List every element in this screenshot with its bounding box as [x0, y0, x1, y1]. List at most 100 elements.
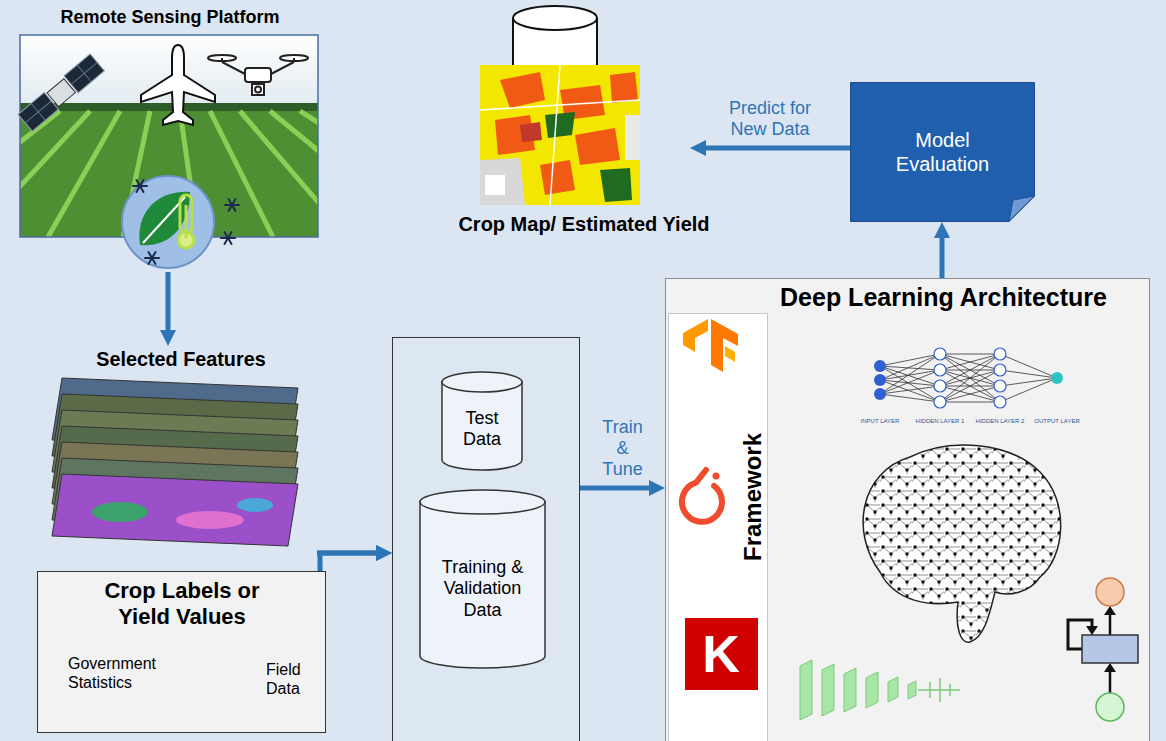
- cylinder-label: Training & Validation Data: [427, 557, 538, 622]
- edge-label: Train & Tune: [595, 417, 651, 480]
- platform-panel: Remote Sensing Platform: [20, 4, 320, 272]
- arrow-head: [690, 140, 706, 156]
- crop-map-picture: [545, 112, 575, 138]
- arrow-connector: [580, 480, 665, 496]
- arrow-line: [580, 486, 649, 491]
- arrow-line: [706, 146, 850, 151]
- climate-badge: [145, 252, 159, 264]
- drone-icon: [208, 55, 308, 95]
- recurrent-cell-icon: [1068, 578, 1138, 721]
- climate-badge: [185, 205, 188, 238]
- layer-caption: OUTPUT LAYER: [1034, 418, 1079, 424]
- data-cylinder: Test Data: [441, 371, 523, 471]
- satellite-icon: [64, 54, 104, 93]
- arrow-head: [376, 545, 392, 561]
- cylinder-outline: [420, 501, 545, 668]
- crop-map-picture: [540, 160, 575, 195]
- crop-map-picture: [480, 65, 640, 205]
- pytorch-logo: [713, 473, 720, 480]
- panel-title: Selected Features: [45, 348, 317, 372]
- neural-network-icon: [874, 348, 1063, 408]
- arrow-line: [320, 553, 376, 571]
- crop-map-picture: [500, 72, 545, 108]
- source-label: Field Data: [266, 660, 318, 698]
- tensorflow-logo: [683, 319, 738, 372]
- layer-caption: HIDDEN LAYER 1: [916, 418, 965, 424]
- tensorflow-logo: [683, 319, 708, 352]
- neural-network-icon: [934, 380, 946, 392]
- store-caption: Crop Map/ Estimated Yield: [414, 212, 754, 236]
- convolution-icon: [800, 660, 812, 720]
- vertical-title: Framework: [739, 433, 768, 561]
- layer-caption: HIDDEN LAYER 2: [976, 418, 1025, 424]
- arrow-head: [160, 330, 176, 346]
- label-source-box: Crop Labels or Yield ValuesGovernment St…: [37, 571, 326, 733]
- arrow-head: [376, 545, 392, 561]
- crop-map-picture: [480, 158, 525, 205]
- crop-map-picture: [480, 65, 640, 205]
- pytorch-logo: [682, 470, 722, 522]
- cylinder-label: Test Data: [447, 408, 517, 451]
- pytorch-logo: [682, 470, 722, 522]
- neural-network-icon: [934, 396, 946, 408]
- satellite-icon: [64, 54, 104, 93]
- edge-label: Predict for New Data: [728, 98, 812, 140]
- layer-caption: INPUT LAYER: [861, 418, 900, 424]
- crop-map-picture: [610, 72, 638, 103]
- feature-layer-stack: [237, 498, 273, 512]
- neural-network-icon: [1051, 372, 1063, 384]
- cylinder-outline: [442, 381, 522, 470]
- convolution-icon: [866, 672, 878, 708]
- recurrent-cell-icon: [1104, 606, 1116, 615]
- arrow-connector: [320, 545, 392, 571]
- neural-network-icon: [994, 364, 1006, 376]
- crop-map-picture: [625, 115, 640, 160]
- arrow-head: [649, 480, 665, 496]
- arrow-line: [940, 238, 945, 278]
- climate-badge: [225, 199, 239, 211]
- box-title: Crop Labels or Yield Values: [92, 578, 272, 631]
- remote-sensing-scene: [20, 35, 318, 115]
- neural-network-icon: [994, 380, 1006, 392]
- neural-network-icon: [874, 360, 886, 400]
- neural-network-icon: [880, 354, 1057, 402]
- source-label: Government Statistics: [68, 654, 180, 692]
- crop-map-picture: [485, 175, 505, 195]
- cylinder-outline: [420, 490, 545, 514]
- recurrent-cell-icon: [1082, 635, 1138, 663]
- recurrent-cell-icon: [1096, 693, 1124, 721]
- arrow-line: [166, 272, 171, 330]
- convolution-icon: [822, 664, 834, 716]
- drone-icon: [245, 68, 271, 82]
- feature-layer-stack: [92, 502, 148, 522]
- drone-icon: [252, 84, 264, 95]
- arrow-head: [934, 222, 950, 238]
- evaluation-box: Model Evaluation: [850, 82, 1035, 222]
- recurrent-cell-icon: [1104, 663, 1116, 672]
- climate-badge: [133, 180, 147, 192]
- climate-badge: [221, 232, 235, 244]
- arrow-connector: [160, 272, 176, 346]
- framework-panel-ground: [668, 313, 768, 741]
- crop-map-picture: [575, 128, 620, 165]
- crop-map-picture: [520, 122, 542, 142]
- drone-icon: [222, 58, 294, 62]
- remote-sensing-scene: [20, 103, 318, 111]
- convolution-icon: [918, 678, 960, 702]
- neural-network-icon: [934, 364, 946, 376]
- brain-network-icon: [863, 445, 1061, 642]
- airplane-icon: [141, 45, 215, 125]
- feature-layer-stack: [52, 474, 298, 546]
- dataset-box: Test DataTraining & Validation Data: [392, 337, 580, 741]
- crop-map-store: Crop Map/ Estimated Yield: [478, 3, 690, 208]
- neural-network-icon: [994, 396, 1006, 408]
- neural-network-icon: [874, 360, 886, 372]
- arrow-connector: [934, 222, 950, 278]
- convolution-icon: [888, 677, 898, 702]
- feature-stack: Selected Features: [45, 346, 317, 556]
- folded-box-corner: [1009, 196, 1035, 222]
- convolution-icon: [908, 681, 916, 699]
- box-label: Model Evaluation: [870, 128, 1015, 176]
- panel-title: Remote Sensing Platform: [20, 7, 320, 29]
